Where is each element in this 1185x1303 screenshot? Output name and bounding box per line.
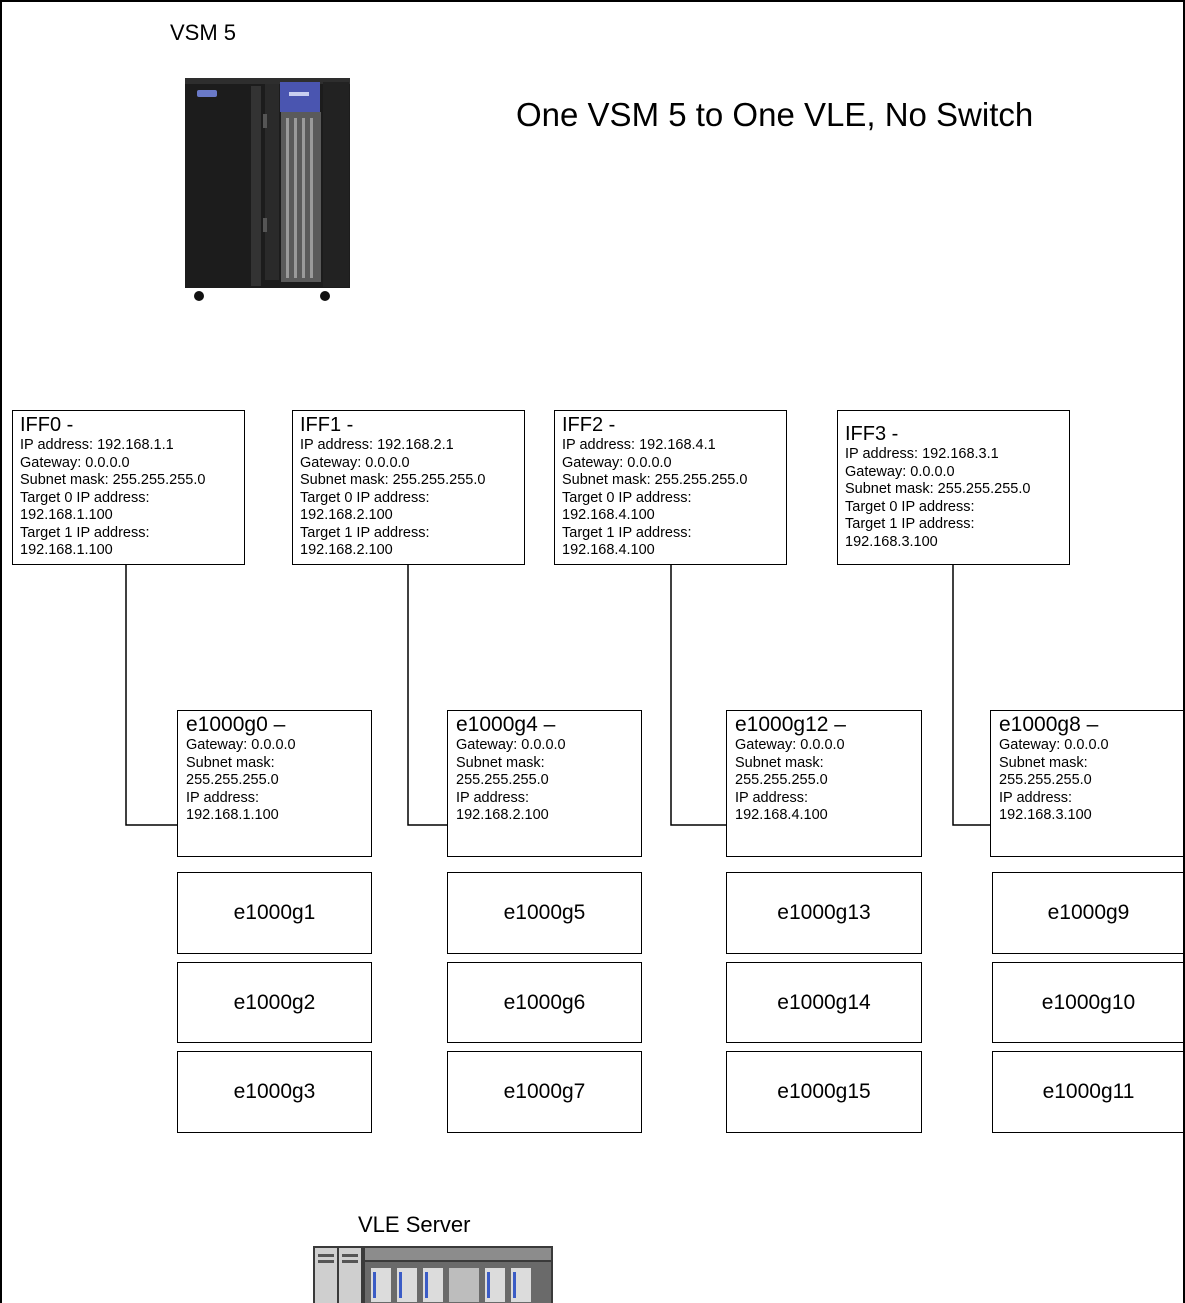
port-line: 255.255.255.0: [999, 772, 1092, 788]
iff0-line: Target 0 IP address:: [20, 489, 150, 506]
iff3-box: IFF3 - IP address: 192.168.3.1 Gateway: …: [837, 410, 1070, 565]
port-box: e1000g7: [447, 1051, 642, 1133]
iff0-line: 192.168.1.100: [20, 542, 113, 558]
port-e1000g0-box: e1000g0 – Gateway: 0.0.0.0 Subnet mask: …: [177, 710, 372, 857]
port-line: 192.168.1.100: [186, 807, 279, 823]
port-box: e1000g14: [726, 962, 922, 1043]
vle-server-icon: [313, 1246, 553, 1303]
port-box: e1000g3: [177, 1051, 372, 1133]
port-line: Subnet mask:: [186, 754, 275, 771]
port-header: e1000g12 –: [735, 713, 846, 736]
port-box: e1000g5: [447, 872, 642, 954]
port-e1000g12-box: e1000g12 – Gateway: 0.0.0.0 Subnet mask:…: [726, 710, 922, 857]
port-line: IP address:: [999, 789, 1073, 806]
iff2-line: 192.168.4.100: [562, 542, 655, 558]
iff1-line: IP address: 192.168.2.1: [300, 437, 454, 453]
iff0-header: IFF0 -: [20, 414, 74, 436]
port-box: e1000g15: [726, 1051, 922, 1133]
port-header: e1000g0 –: [186, 713, 286, 736]
port-box: e1000g2: [177, 962, 372, 1043]
iff2-box: IFF2 - IP address: 192.168.4.1 Gateway: …: [554, 410, 787, 565]
iff3-line: IP address: 192.168.3.1: [845, 446, 999, 462]
iff3-line: Subnet mask: 255.255.255.0: [845, 481, 1031, 497]
port-line: IP address:: [735, 789, 809, 806]
port-box: e1000g1: [177, 872, 372, 954]
iff2-line: Subnet mask: 255.255.255.0: [562, 472, 748, 488]
iff3-line: Target 0 IP address:: [845, 498, 975, 515]
iff3-line: 192.168.3.100: [845, 533, 938, 550]
iff3-header: IFF3 -: [845, 423, 899, 445]
iff0-line: 192.168.1.100: [20, 507, 113, 523]
iff0-line: Gateway: 0.0.0.0: [20, 454, 130, 471]
port-line: 255.255.255.0: [735, 772, 828, 788]
port-e1000g8-box: e1000g8 – Gateway: 0.0.0.0 Subnet mask: …: [990, 710, 1183, 857]
iff3-line: Target 1 IP address:: [845, 516, 975, 532]
iff0-line: IP address: 192.168.1.1: [20, 437, 174, 453]
link-iff3-e1000g8: [952, 564, 991, 826]
port-line: Gateway: 0.0.0.0: [735, 737, 845, 753]
port-line: Subnet mask:: [999, 754, 1088, 771]
port-line: Gateway: 0.0.0.0: [999, 737, 1109, 753]
link-iff1-e1000g4: [407, 564, 448, 826]
iff1-line: Target 0 IP address:: [300, 489, 430, 506]
iff2-line: Target 1 IP address:: [562, 524, 692, 541]
link-iff2-e1000g12: [670, 564, 727, 826]
port-line: Gateway: 0.0.0.0: [456, 737, 566, 753]
port-line: IP address:: [186, 789, 260, 806]
iff1-box: IFF1 - IP address: 192.168.2.1 Gateway: …: [292, 410, 525, 565]
diagram-title: One VSM 5 to One VLE, No Switch: [516, 96, 1034, 133]
port-box: e1000g6: [447, 962, 642, 1043]
port-line: Subnet mask:: [456, 754, 545, 771]
iff1-line: 192.168.2.100: [300, 542, 393, 558]
iff3-line: Gateway: 0.0.0.0: [845, 463, 955, 480]
vsm5-cabinet-icon: [185, 78, 350, 301]
iff1-header: IFF1 -: [300, 414, 354, 436]
link-iff0-e1000g0: [125, 564, 178, 826]
port-line: 192.168.2.100: [456, 807, 549, 823]
port-line: 255.255.255.0: [186, 772, 279, 788]
iff0-box: IFF0 - IP address: 192.168.1.1 Gateway: …: [12, 410, 245, 565]
iff2-header: IFF2 -: [562, 414, 616, 436]
iff0-line: Subnet mask: 255.255.255.0: [20, 472, 206, 488]
iff2-line: Gateway: 0.0.0.0: [562, 454, 672, 471]
iff2-line: IP address: 192.168.4.1: [562, 437, 716, 453]
iff1-line: Subnet mask: 255.255.255.0: [300, 472, 486, 488]
iff1-line: Target 1 IP address:: [300, 524, 430, 541]
iff0-line: Target 1 IP address:: [20, 524, 150, 541]
port-line: 192.168.3.100: [999, 807, 1092, 823]
port-header: e1000g8 –: [999, 713, 1099, 736]
vsm5-label: VSM 5: [170, 20, 237, 45]
port-line: Subnet mask:: [735, 754, 824, 771]
iff1-line: Gateway: 0.0.0.0: [300, 454, 410, 471]
port-e1000g4-box: e1000g4 – Gateway: 0.0.0.0 Subnet mask: …: [447, 710, 642, 857]
port-line: IP address:: [456, 789, 530, 806]
port-box: e1000g13: [726, 872, 922, 954]
iff2-line: Target 0 IP address:: [562, 489, 692, 506]
port-line: 192.168.4.100: [735, 807, 828, 823]
port-box: e1000g9: [992, 872, 1183, 954]
port-header: e1000g4 –: [456, 713, 556, 736]
port-box: e1000g10: [992, 962, 1183, 1043]
iff2-line: 192.168.4.100: [562, 507, 655, 523]
port-line: Gateway: 0.0.0.0: [186, 737, 296, 753]
iff1-line: 192.168.2.100: [300, 507, 393, 523]
vle-server-label: VLE Server: [358, 1212, 471, 1237]
port-line: 255.255.255.0: [456, 772, 549, 788]
port-box: e1000g11: [992, 1051, 1183, 1133]
